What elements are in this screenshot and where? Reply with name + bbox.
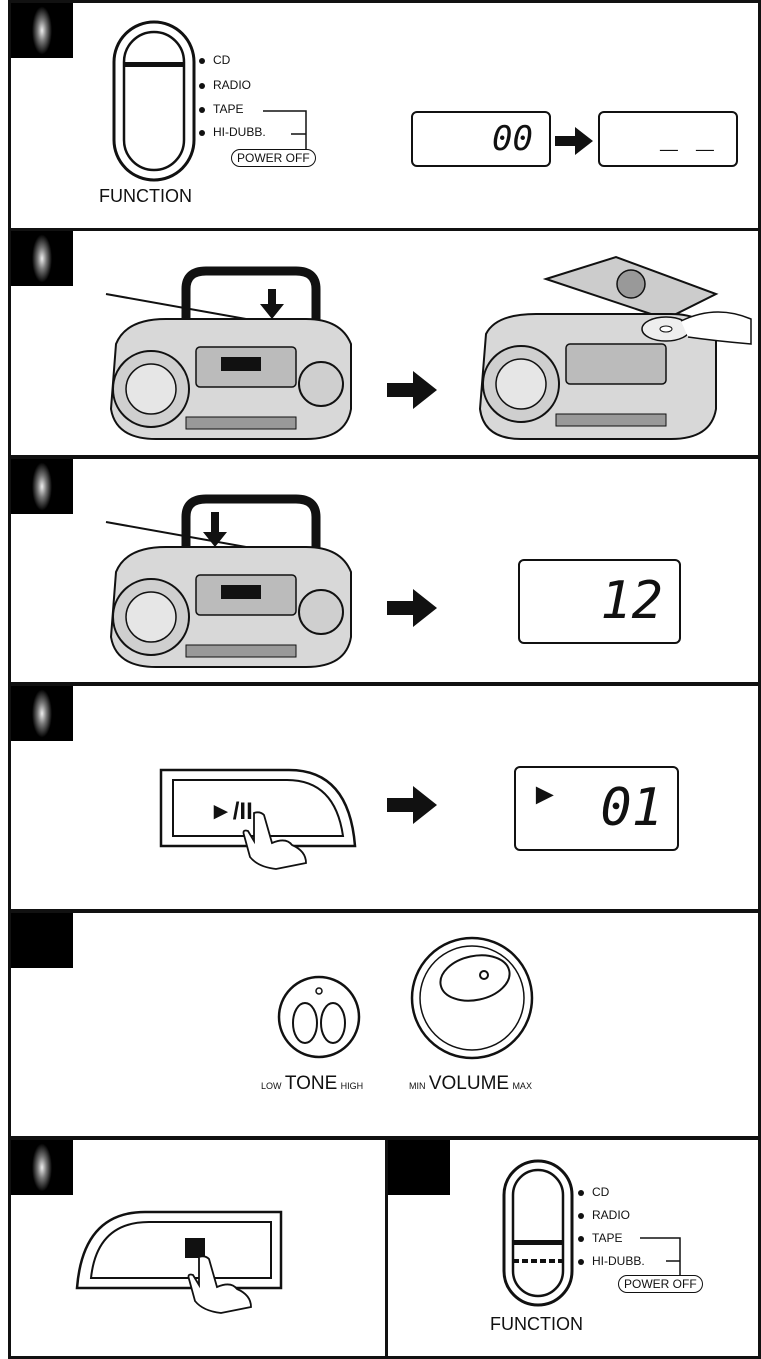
arrow-right-icon (387, 589, 439, 627)
switch-option-cd: CD (578, 1185, 609, 1199)
tone-label: LOW TONE HIGH (261, 1073, 363, 1095)
display-text: 12 (600, 571, 663, 631)
arrow-right-icon (387, 371, 439, 409)
tone-knob[interactable] (275, 973, 363, 1061)
function-label: FUNCTION (490, 1314, 583, 1335)
switch-option-tape: TAPE (578, 1231, 622, 1245)
function-switch[interactable] (501, 1158, 575, 1308)
boombox-illustration (96, 249, 366, 449)
step-marker (11, 686, 73, 741)
step-panel-7: CD RADIO TAPE HI-DUBB. POWER OFF FUNCTIO… (385, 1137, 761, 1359)
step-marker (11, 459, 73, 514)
switch-option-radio: RADIO (578, 1208, 630, 1222)
display-text: 00 (492, 119, 533, 159)
step-panel-3: 12 (8, 456, 761, 685)
pressing-hand-icon (236, 811, 311, 871)
switch-option-radio: RADIO (199, 78, 251, 92)
display-text: _ _ (660, 117, 714, 152)
lcd-display-before: 00 (411, 111, 551, 167)
step-panel-5: LOW TONE HIGH MIN VOLUME MAX (8, 910, 761, 1139)
switch-option-hi-dubb: HI-DUBB. (199, 125, 266, 139)
step-marker (11, 913, 73, 968)
function-label: FUNCTION (99, 186, 192, 207)
step-marker (11, 1140, 73, 1195)
step-panel-1: CD RADIO TAPE HI-DUBB. POWER OFF FUNCTIO… (8, 0, 761, 231)
switch-option-hi-dubb: HI-DUBB. (578, 1254, 645, 1268)
power-off-bracket (261, 103, 321, 153)
step-marker (11, 3, 73, 58)
switch-option-tape: TAPE (199, 102, 243, 116)
step-panel-4: ►/II ► 01 (8, 683, 761, 912)
boombox-illustration (96, 477, 366, 677)
power-off-bracket (638, 1230, 698, 1280)
display-text: 01 (600, 778, 663, 838)
power-off-label: POWER OFF (618, 1275, 703, 1293)
play-indicator-icon: ► (530, 778, 560, 812)
lcd-display-track-count: 12 (518, 559, 681, 644)
switch-option-cd: CD (199, 53, 230, 67)
step-panel-6 (8, 1137, 388, 1359)
step-marker (11, 231, 73, 286)
step-panel-2 (8, 228, 761, 458)
lcd-display-playing: ► 01 (514, 766, 679, 851)
arrow-right-icon (555, 127, 595, 155)
arrow-right-icon (387, 786, 439, 824)
step-marker (388, 1140, 450, 1195)
power-off-label: POWER OFF (231, 149, 316, 167)
lcd-display-after: _ _ (598, 111, 738, 167)
volume-knob[interactable] (407, 933, 537, 1063)
function-switch[interactable] (111, 19, 197, 183)
volume-label: MIN VOLUME MAX (409, 1073, 532, 1095)
pressing-hand-icon (181, 1255, 256, 1315)
boombox-open-lid-illustration (466, 249, 756, 449)
